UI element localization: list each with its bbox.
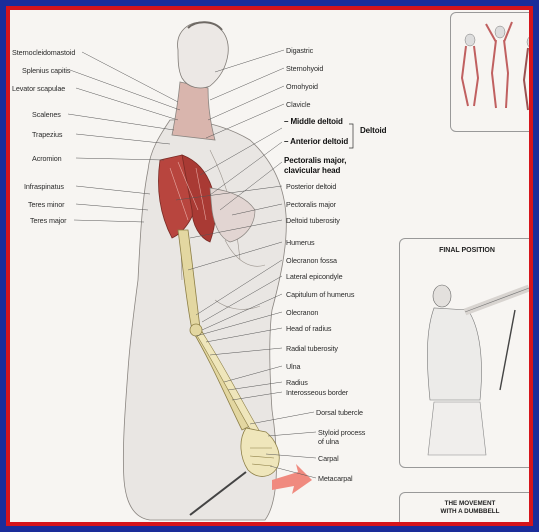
- label-deltoid-tuberosity: Deltoid tuberosity: [286, 216, 340, 225]
- label-acromion: Acromion: [32, 154, 62, 163]
- top-figures-panel: [450, 12, 529, 132]
- final-position-title: FINAL POSITION: [422, 247, 512, 254]
- label-omohyoid: Omohyoid: [286, 82, 318, 91]
- label-olecranon: Olecranon: [286, 308, 318, 317]
- label-ulna: Ulna: [286, 362, 300, 371]
- label-middle-deltoid: – Middle deltoid: [284, 117, 343, 126]
- label-sternohyoid: Sternohyoid: [286, 64, 323, 73]
- label-scalenes: Scalenes: [32, 110, 61, 119]
- label-clavicle: Clavicle: [286, 100, 310, 109]
- label-sternocleidomastoid: Sternocleidomastoid: [12, 48, 75, 57]
- label-pectoralis-major: Pectoralis major: [286, 200, 336, 209]
- label-metacarpal: Metacarpal: [318, 474, 353, 483]
- label-deltoid: Deltoid: [360, 126, 386, 135]
- label-lateral-epicondyle: Lateral epicondyle: [286, 272, 343, 281]
- label-splenius-capitis: Splenius capitis: [22, 66, 70, 75]
- label-styloid-process-1: Styloid process: [318, 428, 365, 437]
- label-dorsal-tubercle: Dorsal tubercle: [316, 408, 363, 417]
- label-radial-tuberosity: Radial tuberosity: [286, 344, 338, 353]
- final-position-panel: [399, 238, 529, 468]
- arrow-icon: [272, 464, 312, 494]
- label-styloid-process-2: of ulna: [318, 437, 339, 446]
- label-infraspinatus: Infraspinatus: [24, 182, 64, 191]
- movement-panel: [399, 492, 529, 522]
- label-radius: Radius: [286, 378, 308, 387]
- label-head-of-radius: Head of radius: [286, 324, 331, 333]
- movement-title-1: THE MOVEMENT: [422, 500, 518, 507]
- label-levator-scapulae: Levator scapulae: [12, 84, 65, 93]
- label-capitulum: Capitulum of humerus: [286, 290, 354, 299]
- label-digastric: Digastric: [286, 46, 313, 55]
- label-olecranon-fossa: Olecranon fossa: [286, 256, 337, 265]
- label-humerus: Humerus: [286, 238, 314, 247]
- label-trapezius: Trapezius: [32, 130, 62, 139]
- label-teres-major: Teres major: [30, 216, 66, 225]
- label-posterior-deltoid: Posterior deltoid: [286, 182, 336, 191]
- label-teres-minor: Teres minor: [28, 200, 64, 209]
- label-pectoralis-major-clavicular-1: Pectoralis major,: [284, 156, 346, 165]
- label-interosseous-border: Interosseous border: [286, 388, 348, 397]
- movement-title-2: WITH A DUMBBELL: [422, 508, 518, 515]
- label-anterior-deltoid: – Anterior deltoid: [284, 137, 348, 146]
- label-carpal: Carpal: [318, 454, 339, 463]
- label-pectoralis-major-clavicular-2: clavicular head: [284, 166, 340, 175]
- illustration-page: FINAL POSITION THE MOVEMENT WITH A DUMBB…: [10, 10, 529, 522]
